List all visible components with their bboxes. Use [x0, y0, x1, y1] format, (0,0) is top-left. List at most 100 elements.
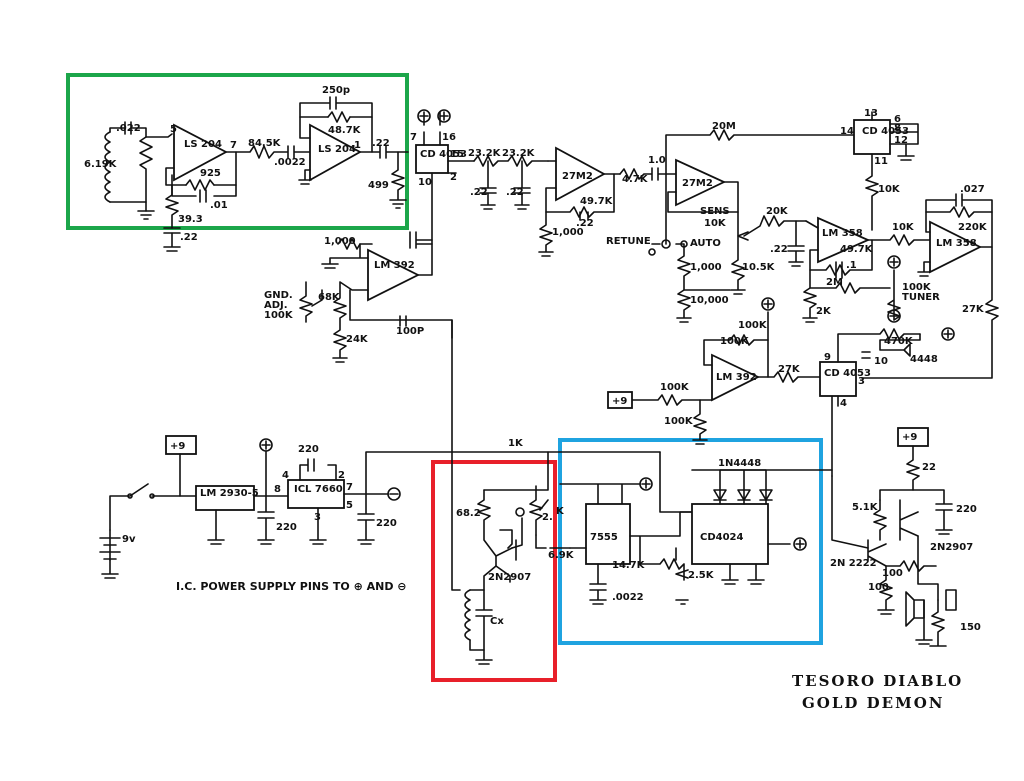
- label-r682: 68.2: [456, 508, 481, 519]
- label-c0022a: .0022: [274, 157, 306, 168]
- ground-adjust-comparator: [299, 231, 453, 363]
- label-c0022b: .0022: [612, 592, 644, 603]
- lm358-pair: [802, 193, 999, 379]
- label-r25ka: 2.5K: [688, 570, 715, 581]
- power-supply: [99, 435, 661, 579]
- label-r150: 150: [960, 622, 981, 633]
- label-adj: ADJ.: [264, 300, 288, 311]
- pin-ps-3: 3: [314, 512, 321, 523]
- label-retune: RETUNE: [606, 236, 651, 247]
- label-r22: 22: [922, 462, 936, 473]
- transistor-q3-label: 2N2907: [930, 542, 973, 553]
- label-r10ka: 10K: [704, 218, 727, 229]
- label-r2m: 2M: [826, 277, 843, 288]
- transistor-q2-label: 2N 2222: [830, 558, 877, 569]
- ic-icl7660-label: ICL 7660: [294, 484, 343, 495]
- blue-highlight-box: [558, 438, 823, 645]
- pin-mux3-3: 3: [858, 376, 865, 387]
- label-c220b: 220: [276, 522, 297, 533]
- label-r100kd: 100K: [660, 382, 690, 393]
- label-r1k: 1K: [508, 438, 524, 449]
- label-c10: 1.0: [648, 155, 666, 166]
- ic-27m2a-label: 27M2: [562, 171, 593, 182]
- label-c01: .01: [210, 200, 228, 211]
- label-r100kt: 100K: [902, 282, 932, 293]
- label-gnd: GND.: [264, 290, 293, 301]
- label-r27ka: 27K: [962, 304, 985, 315]
- audio-output-stage: [831, 427, 957, 647]
- mux-stage-2: [853, 111, 919, 231]
- mux-stage-1: [415, 109, 549, 245]
- label-k: K: [556, 506, 565, 517]
- pin-mux1-10: 10: [418, 177, 432, 188]
- label-r47k: 4.7K: [622, 174, 649, 185]
- pin-ps-8: 8: [274, 484, 281, 495]
- label-plus9a: +9: [612, 396, 627, 407]
- label-cx: Cx: [490, 616, 504, 627]
- label-c22d: .22: [506, 187, 524, 198]
- power-pins-note: I.C. POWER SUPPLY PINS TO ⊕ AND ⊖: [176, 580, 407, 593]
- label-r100kc: 100K: [720, 336, 750, 347]
- label-c22c: .22: [470, 187, 488, 198]
- pin-ps-7: 7: [346, 482, 353, 493]
- label-c1: .1: [846, 260, 857, 271]
- label-r100kg: 100K: [264, 310, 294, 321]
- label-r220k: 220K: [958, 222, 988, 233]
- pin-ps-5: 5: [346, 500, 353, 511]
- label-r10kc: 10K: [892, 222, 915, 233]
- label-r232kb: 23.2K: [502, 148, 536, 159]
- label-r69k: 6.9K: [548, 550, 575, 561]
- ic-lm358b-label: LM 358: [936, 238, 977, 249]
- label-r487k: 48.7K: [328, 125, 362, 136]
- label-r1000d: 1,000: [324, 236, 356, 247]
- pin-mux2-14: 14: [840, 126, 854, 137]
- pin-mux3-4: 4: [840, 398, 847, 409]
- transmit-oscillator: [451, 319, 571, 665]
- pin-mux1-2: 2: [450, 172, 457, 183]
- label-r497ka: 49.7K: [580, 196, 614, 207]
- label-r20k: 20K: [766, 206, 789, 217]
- ic-27m2b-label: 27M2: [682, 178, 713, 189]
- label-c22g: .22: [770, 244, 788, 255]
- pin-mux2-12: 12: [894, 135, 908, 146]
- lower-comparator: [607, 297, 821, 445]
- red-highlight-box: [431, 460, 557, 682]
- ic-cd4053b-label: CD 4053: [862, 126, 909, 137]
- timer-and-divider: [559, 451, 833, 605]
- ic-7555-label: 7555: [590, 532, 618, 543]
- label-r497kb: 49.7K: [840, 244, 874, 255]
- amplifier-27m2-chain: [538, 129, 855, 257]
- label-c100p: 100P: [396, 326, 424, 337]
- label-r2k: 2K: [816, 306, 832, 317]
- label-r470k: 470K: [884, 336, 914, 347]
- label-d1n4448: 1N4448: [718, 458, 761, 469]
- label-c22f: .22: [576, 218, 594, 229]
- ic-lm392a-label: LM 392: [374, 260, 415, 271]
- ic-lm392b-label: LM 392: [716, 372, 757, 383]
- label-r1000c: 1,000: [690, 262, 722, 273]
- pin-mux2-13: 13: [864, 108, 878, 119]
- label-r925: 925: [200, 168, 221, 179]
- mux-stage-3: [819, 327, 955, 477]
- label-r2k: 2.: [542, 512, 553, 523]
- ic-cd4053c-label: CD 4053: [824, 368, 871, 379]
- pin-ps-4: 4: [282, 470, 289, 481]
- label-c022a: .022: [116, 123, 141, 134]
- pin-5: 5: [170, 124, 177, 135]
- pin-mux2-8: 8: [894, 123, 901, 134]
- label-r20m: 20M: [712, 121, 736, 132]
- label-r24k: 24K: [346, 334, 369, 345]
- label-c250p: 250p: [322, 85, 350, 96]
- label-r100kb: 100K: [738, 320, 768, 331]
- pin-mux1-16: 16: [442, 132, 456, 143]
- label-c220d: 220: [956, 504, 977, 515]
- label-r39: 39.3: [178, 214, 203, 225]
- ic-cd4024-label: CD4024: [700, 532, 744, 543]
- title-line-1: TESORO DIABLO: [792, 672, 963, 690]
- label-r619k: 6.19K: [84, 159, 118, 170]
- label-r68k: 68K: [318, 292, 341, 303]
- transistor-q1-label: 2N2907: [488, 572, 531, 583]
- label-plus9c: +9: [902, 432, 917, 443]
